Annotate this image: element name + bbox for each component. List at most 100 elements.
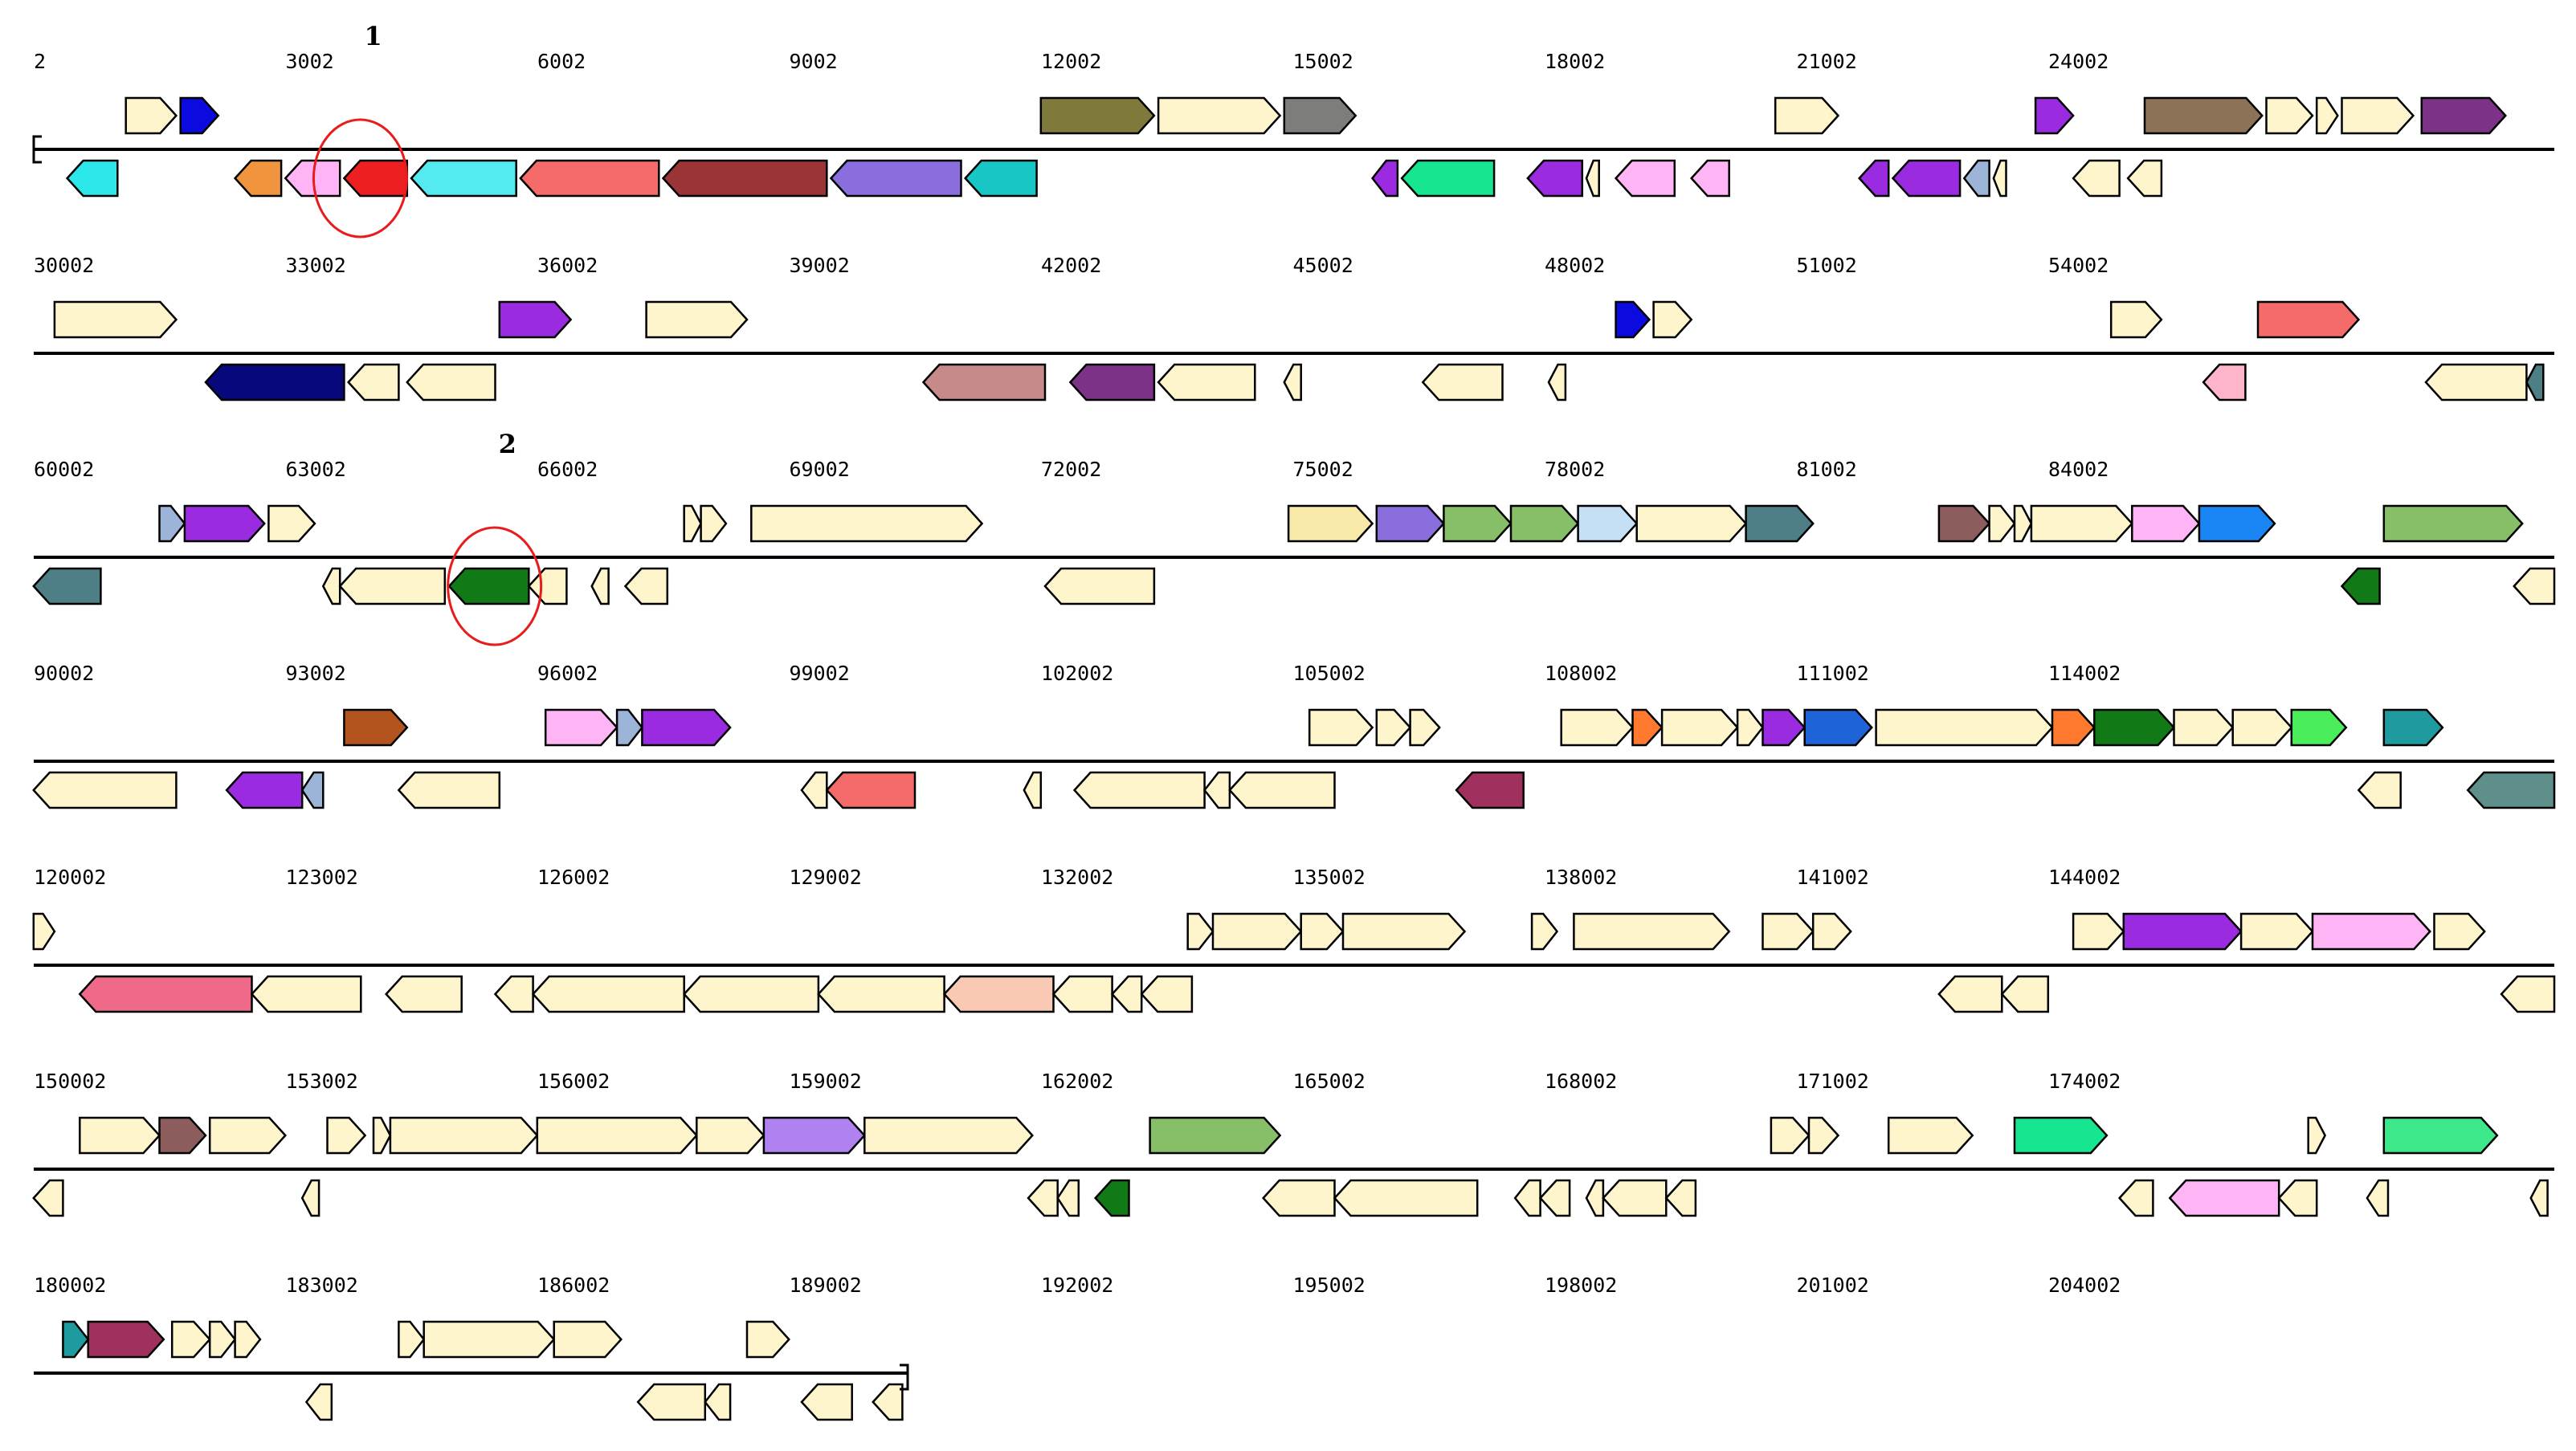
tick-label: 108002 (1545, 662, 1617, 685)
gene-arrow (1300, 912, 1345, 951)
tick-label: 90002 (34, 662, 94, 685)
gene-arrow (2093, 708, 2176, 747)
gene-arrow (1858, 159, 1890, 198)
gene-arrow (2311, 912, 2431, 951)
tick-label: 81002 (1797, 458, 1857, 481)
tick-label: 15002 (1293, 50, 1353, 73)
gene-arrow (2513, 567, 2556, 605)
gene-arrow (700, 504, 728, 543)
tick-label: 3002 (286, 50, 334, 73)
gene-arrow (1585, 1179, 1605, 1217)
gene-arrow (225, 771, 304, 809)
gene-arrow (2239, 912, 2314, 951)
gene-arrow (1652, 300, 1693, 339)
tick-label: 75002 (1293, 458, 1353, 481)
gene-arrow (32, 567, 102, 605)
gene-arrow (2525, 363, 2545, 401)
gene-arrow (2013, 1116, 2109, 1155)
gene-arrow (2000, 975, 2050, 1013)
gene-arrow (1745, 504, 1815, 543)
gene-arrow (342, 159, 409, 198)
tick-label: 135002 (1293, 866, 1366, 889)
gene-arrow (696, 1116, 765, 1155)
gene-arrow (745, 1320, 790, 1359)
gene-arrow (1770, 1116, 1811, 1155)
gene-arrow (1690, 159, 1730, 198)
gene-arrow (347, 363, 400, 401)
gene-arrow (661, 159, 828, 198)
gene-arrow (683, 975, 820, 1013)
gene-arrow (2315, 96, 2339, 135)
highlight-label: 1 (364, 21, 382, 51)
gene-arrow (32, 912, 56, 951)
gene-arrow (1400, 159, 1496, 198)
gene-arrow (1110, 975, 1143, 1013)
gene-arrow (2382, 708, 2444, 747)
tick-label: 36002 (537, 254, 598, 277)
gene-arrow (1375, 708, 1412, 747)
tick-label: 9002 (790, 50, 838, 73)
gene-arrow (2277, 1179, 2318, 1217)
gene-arrow (343, 708, 409, 747)
gene-arrow (2126, 159, 2163, 198)
gene-arrow (590, 567, 610, 605)
gene-arrow (53, 300, 178, 339)
sequence-start-bracket (32, 135, 42, 164)
tick-label: 111002 (1797, 662, 1869, 685)
tick-label: 18002 (1545, 50, 1605, 73)
gene-arrow (2143, 96, 2264, 135)
tick-label: 171002 (1797, 1070, 1869, 1093)
gene-arrow (1937, 975, 2003, 1013)
gene-arrow (964, 159, 1038, 198)
gene-arrow (762, 1116, 866, 1155)
gene-arrow (406, 363, 496, 401)
gene-arrow (2357, 771, 2402, 809)
gene-arrow (2433, 912, 2486, 951)
tick-label: 162002 (1041, 1070, 1113, 1093)
tick-label: 198002 (1545, 1274, 1617, 1297)
tick-label: 132002 (1041, 866, 1113, 889)
tick-label: 6002 (537, 50, 586, 73)
gene-arrow (2466, 771, 2556, 809)
gene-arrow (536, 1116, 698, 1155)
gene-arrow (208, 1320, 237, 1359)
gene-arrow (872, 1383, 904, 1421)
gene-arrow (1962, 159, 1990, 198)
tick-label: 180002 (34, 1274, 106, 1297)
gene-arrow (553, 1320, 623, 1359)
gene-arrow (204, 363, 345, 401)
tick-label: 21002 (1797, 50, 1857, 73)
gene-arrow (1094, 1179, 1130, 1217)
gene-arrow (519, 159, 660, 198)
gene-arrow (2034, 96, 2075, 135)
tick-label: 120002 (34, 866, 106, 889)
tick-label: 195002 (1293, 1274, 1366, 1297)
gene-arrow (615, 708, 643, 747)
gene-arrow (423, 1320, 556, 1359)
gene-arrow (2072, 912, 2125, 951)
tick-label: 129002 (790, 866, 862, 889)
tick-label: 189002 (790, 1274, 862, 1297)
gene-arrow (397, 771, 501, 809)
gene-arrow (410, 159, 517, 198)
gene-arrow (1443, 504, 1513, 543)
gene-arrow (32, 771, 178, 809)
highlight-circle (447, 526, 543, 646)
gene-arrow (1140, 975, 1194, 1013)
gene-arrow (398, 1320, 426, 1359)
gene-arrow (2340, 567, 2381, 605)
gene-arrow (1538, 1179, 1571, 1217)
gene-arrow (447, 567, 530, 605)
tick-label: 45002 (1293, 254, 1353, 277)
gene-arrow (326, 1116, 367, 1155)
gene-arrow (1615, 300, 1651, 339)
gene-arrow (158, 504, 186, 543)
gene-arrow (1547, 363, 1567, 401)
gene-arrow (1375, 504, 1446, 543)
gene-arrow (1149, 1116, 1282, 1155)
gene-arrow (2231, 708, 2293, 747)
